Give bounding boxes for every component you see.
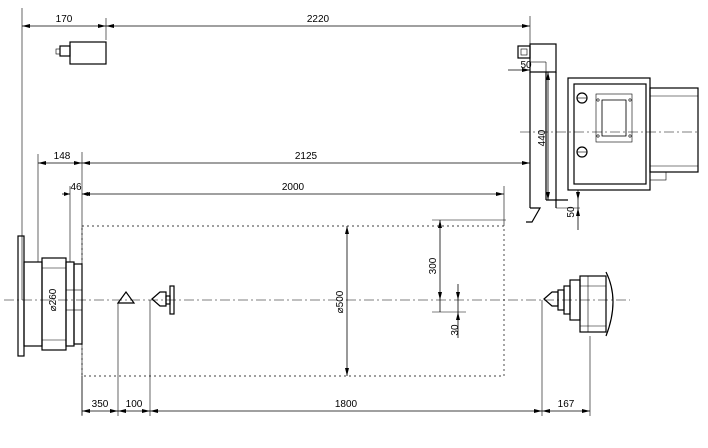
dim-300-label: 300	[428, 257, 439, 274]
dimension-50-top	[508, 61, 547, 72]
dim-100-label: 100	[126, 399, 143, 410]
working-area-outline	[81, 225, 505, 377]
dim-1800-label: 1800	[335, 399, 358, 410]
dim-2220-label: 2220	[307, 14, 330, 25]
dim-50-right-label: 50	[566, 206, 577, 218]
dim-440-label: 440	[537, 129, 548, 146]
dim-46-label: 46	[70, 182, 82, 193]
right-column	[517, 43, 700, 223]
dim-2000-label: 2000	[282, 182, 305, 193]
dimension-100	[118, 409, 150, 413]
dim-167-label: 167	[558, 399, 575, 410]
tool-holder	[151, 285, 175, 315]
dimension-1800	[150, 409, 542, 413]
sensor-block-left	[55, 41, 107, 65]
headstock-chuck	[17, 235, 83, 357]
dimension-2125	[81, 152, 530, 415]
dimension-300	[432, 219, 506, 312]
dim-170-label: 170	[56, 14, 73, 25]
dim-2125-label: 2125	[295, 151, 318, 162]
dimension-46	[62, 186, 88, 262]
dimension-2000	[82, 186, 505, 226]
dim-30-label: 30	[450, 324, 461, 336]
dimension-500	[345, 226, 349, 376]
dim-148-label: 148	[54, 151, 71, 162]
dimension-350	[82, 409, 118, 413]
dimension-2220	[106, 16, 531, 46]
dimension-50-right	[576, 190, 580, 230]
dimension-148	[37, 154, 82, 262]
dimension-440	[546, 72, 550, 200]
dim-50-top-label: 50	[520, 60, 532, 71]
dimension-30	[432, 284, 466, 338]
tailstock	[543, 271, 614, 337]
dimension-167	[542, 409, 590, 413]
dim-350-label: 350	[92, 399, 109, 410]
dimension-170	[21, 8, 107, 300]
bottom-extension-lines	[81, 300, 591, 416]
dim-500-label: ⌀500	[335, 290, 346, 313]
tool-triangle	[116, 290, 136, 304]
